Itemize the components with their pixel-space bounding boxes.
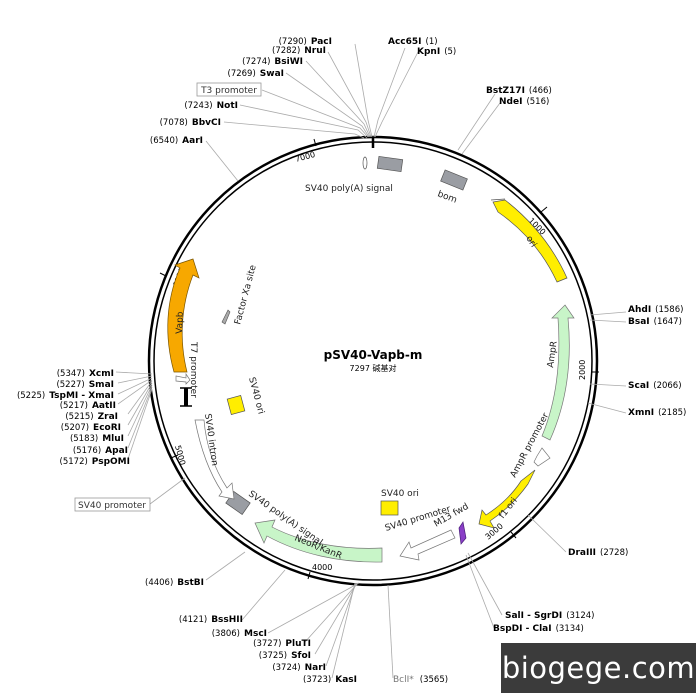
small-black-bar bbox=[184, 388, 188, 406]
site-nrui: (7282)NruI bbox=[272, 46, 326, 56]
site-bstz17i: BstZ17I(466) bbox=[486, 86, 552, 96]
site-pluti: (3727)PluTI bbox=[253, 639, 311, 649]
factor-xa-marker bbox=[221, 309, 231, 325]
site-bbvci: (7078)BbvCI bbox=[160, 118, 221, 128]
site-aatii: (5217)AatII bbox=[60, 401, 116, 411]
site-kasi: (3723)KasI bbox=[303, 675, 357, 685]
sv40-ori-left-label: SV40 ori bbox=[246, 376, 265, 415]
site-bspdi-clai: BspDI - ClaI(3134) bbox=[493, 624, 584, 634]
small-feature-marker-top bbox=[362, 156, 368, 170]
site-ahdi: AhdI(1586) bbox=[628, 305, 683, 315]
sv40-ori-left-box bbox=[226, 395, 246, 415]
site-bsai: BsaI(1647) bbox=[628, 317, 682, 327]
sv40-intron-arrow bbox=[194, 419, 235, 500]
site-tspmi-xmai: (5225)TspMI - XmaI bbox=[17, 391, 114, 401]
site-draiii: DraIII(2728) bbox=[568, 548, 628, 558]
site-paci: (7290)PacI bbox=[279, 37, 332, 47]
ampr-promoter-arrow bbox=[533, 447, 551, 467]
site-msci: (3806)MscI bbox=[212, 629, 267, 639]
site-t3-promoter: T3 promoter bbox=[196, 82, 262, 97]
tick-label-2000: 2000 bbox=[578, 360, 587, 380]
bom-box bbox=[440, 169, 468, 191]
site-bsshii: (4121)BssHII bbox=[179, 615, 243, 625]
vapb-arrow bbox=[167, 258, 200, 373]
site-zrai: (5215)ZraI bbox=[65, 412, 118, 422]
site-sv40-promoter: SV40 promoter bbox=[74, 497, 151, 512]
sv40-polya-top-label: SV40 poly(A) signal bbox=[305, 184, 393, 194]
tick-label-4000: 4000 bbox=[312, 563, 332, 572]
site-acc65i: Acc65I(1) bbox=[388, 37, 438, 47]
site-nari: (3724)NarI bbox=[272, 663, 326, 673]
site-xmni: XmnI(2185) bbox=[628, 408, 686, 418]
t7-promoter-label: T7 promoter bbox=[188, 341, 198, 398]
m13-fwd-marker bbox=[458, 521, 467, 545]
site-sali-sgrdi: SalI - SgrDI(3124) bbox=[505, 611, 594, 621]
ori-arrow bbox=[490, 198, 568, 283]
f1-ori-arrow bbox=[478, 469, 536, 529]
site-apai: (5176)ApaI bbox=[73, 446, 128, 456]
tick-label-7000: 7000 bbox=[294, 150, 316, 164]
site-swai: (7269)SwaI bbox=[228, 69, 284, 79]
sv40-promoter-inner-arrow bbox=[399, 529, 456, 561]
site-bstbi: (4406)BstBI bbox=[145, 578, 204, 588]
site-aari: (6540)AarI bbox=[150, 136, 203, 146]
site-bcli: BclI*(3565) bbox=[393, 675, 448, 685]
tick-marks bbox=[159, 138, 599, 580]
site-xcmi: (5347)XcmI bbox=[57, 369, 114, 379]
plasmid-size: 7297 碱基对 bbox=[350, 363, 397, 373]
site-bsiwi: (7274)BsiWI bbox=[242, 57, 303, 67]
site-pspomi: (5172)PspOMI bbox=[60, 457, 130, 467]
site-sfoi: (3725)SfoI bbox=[259, 651, 311, 661]
ampr-arrow bbox=[541, 304, 575, 441]
site-noti: (7243)NotI bbox=[184, 101, 238, 111]
site-ndei: NdeI(516) bbox=[499, 97, 549, 107]
ampr-promoter-label: AmpR promoter bbox=[509, 411, 552, 479]
svg-text:T3 promoter: T3 promoter bbox=[200, 86, 257, 96]
watermark: biogege.com bbox=[501, 643, 696, 693]
sv40-polya-top-box bbox=[376, 155, 404, 173]
site-ecori: (5207)EcoRI bbox=[61, 423, 121, 433]
site-mlui: (5183)MluI bbox=[70, 434, 124, 444]
ampr-label: AmpR bbox=[546, 340, 560, 368]
site-smai: (5227)SmaI bbox=[56, 380, 114, 390]
site-scai: ScaI(2066) bbox=[628, 381, 682, 391]
vapb-label: Vapb bbox=[175, 311, 186, 334]
plasmid-name: pSV40-Vapb-m bbox=[324, 348, 423, 362]
factor-xa-label: Factor Xa site bbox=[233, 264, 259, 326]
neo-kanr-arrow bbox=[254, 519, 383, 563]
leader-lines bbox=[115, 43, 627, 679]
svg-text:SV40 promoter: SV40 promoter bbox=[78, 501, 146, 511]
site-kpni: KpnI(5) bbox=[417, 47, 456, 57]
t7-promoter-marker bbox=[175, 372, 191, 385]
bom-label: bom bbox=[436, 189, 458, 205]
sv40-ori-inner-label: SV40 ori bbox=[381, 489, 419, 499]
sv40-ori-inner-box bbox=[380, 500, 399, 516]
